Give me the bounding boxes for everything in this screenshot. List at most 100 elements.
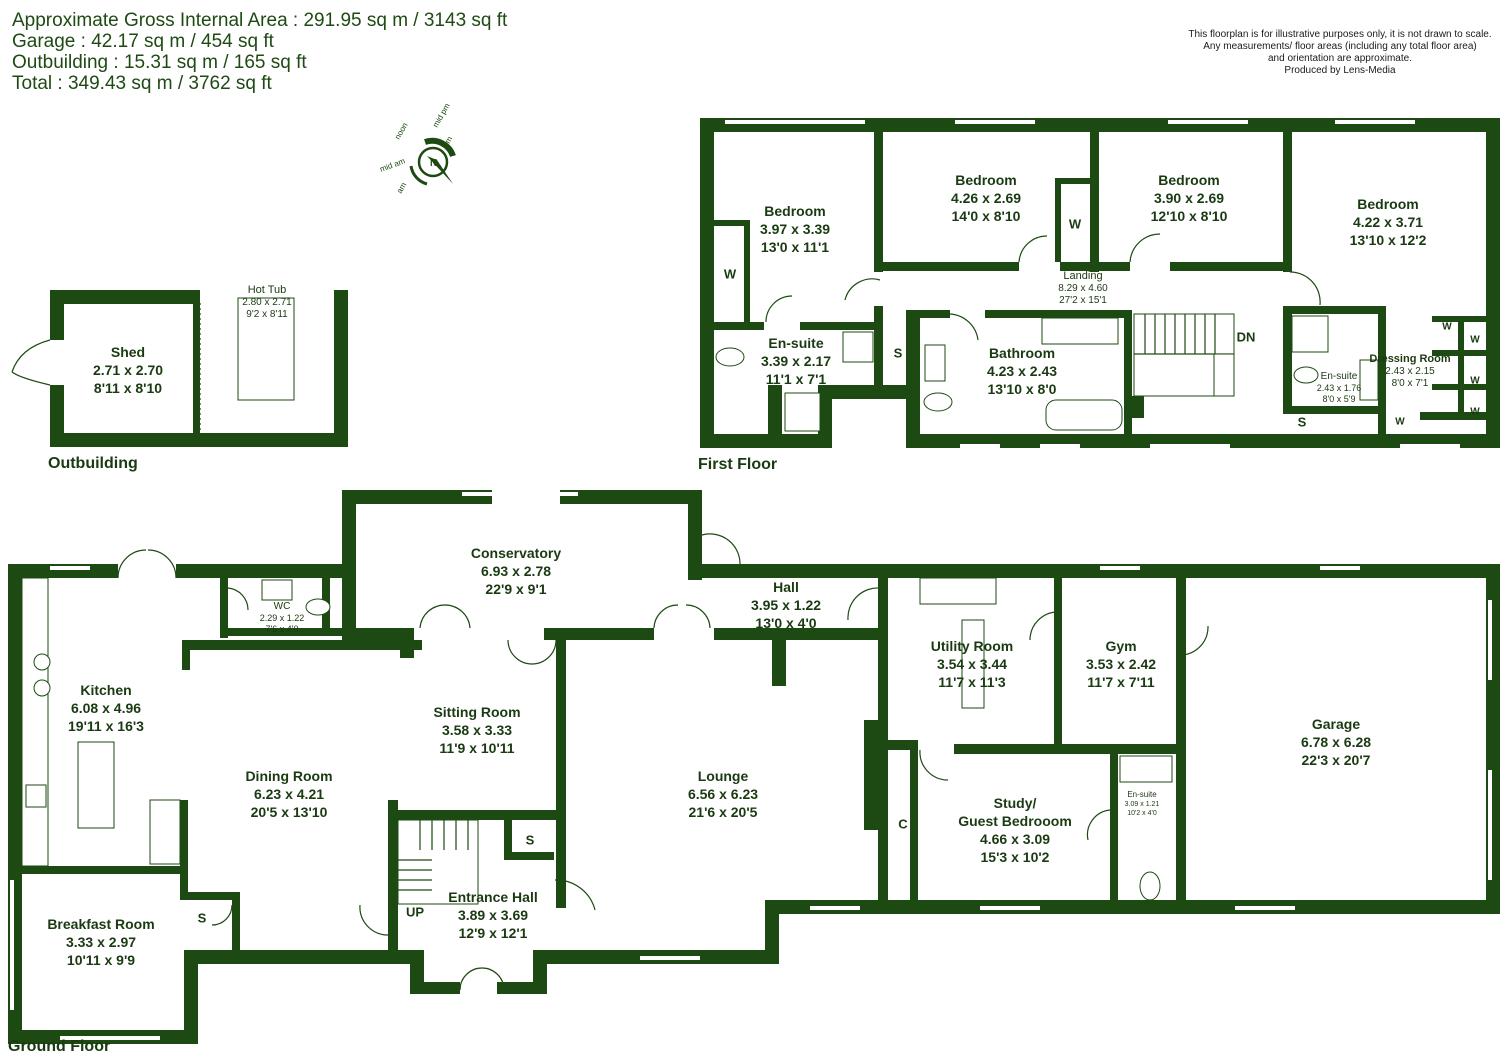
room-kitchen: Kitchen 6.08 x 4.96 19'11 x 16'3 <box>68 681 144 735</box>
room-metric: 6.56 x 6.23 <box>687 786 759 802</box>
room-metric: 3.58 x 3.33 <box>441 722 513 738</box>
room-metric: 3.39 x 2.17 <box>760 353 832 369</box>
label-storage: S <box>893 345 903 361</box>
room-en-suite-1: En-suite 3.39 x 2.17 11'1 x 7'1 <box>761 334 831 388</box>
room-imperial: 8'0 x 7'1 <box>1391 378 1429 389</box>
label-wardrobe: W <box>1470 334 1480 346</box>
room-metric: 2.80 x 2.71 <box>242 297 292 308</box>
room-name: Study/ <box>993 795 1037 811</box>
room-imperial: 12'9 x 12'1 <box>458 925 528 941</box>
room-imperial: 21'6 x 20'5 <box>688 804 758 820</box>
room-name: Bedroom <box>1158 172 1220 188</box>
room-imperial: 13'10 x 8'0 <box>987 381 1057 397</box>
compass-label: mid am <box>379 156 407 174</box>
label-ground-floor: Ground Floor <box>8 1038 111 1055</box>
ground-floor-walls <box>8 490 1500 1044</box>
disclaimer: This floorplan is for illustrative purpo… <box>1180 29 1500 77</box>
room-metric: 3.90 x 2.69 <box>1153 190 1225 206</box>
label-wardrobe: W <box>1470 406 1480 418</box>
room-metric: 6.23 x 4.21 <box>253 786 325 802</box>
room-imperial: 12'10 x 8'10 <box>1150 208 1228 224</box>
room-imperial: 10'2 x 4'0 <box>1127 810 1157 817</box>
room-name: Gym <box>1105 638 1137 654</box>
room-landing: Landing 8.29 x 4.60 27'2 x 15'1 <box>1058 270 1107 307</box>
room-metric: 3.95 x 1.22 <box>750 597 822 613</box>
room-garage: Garage 6.78 x 6.28 22'3 x 20'7 <box>1301 715 1371 769</box>
room-name: Bedroom <box>764 203 826 219</box>
room-metric: 3.89 x 3.69 <box>457 907 529 923</box>
area-summary: Approximate Gross Internal Area : 291.95… <box>12 10 507 94</box>
room-metric: 3.09 x 1.21 <box>1124 801 1160 808</box>
label-first-floor: First Floor <box>698 456 778 473</box>
room-metric: 2.43 x 1.76 <box>1316 383 1362 393</box>
room-name: Conservatory <box>470 545 562 561</box>
room-hot-tub: Hot Tub 2.80 x 2.71 9'2 x 8'11 <box>242 284 291 321</box>
label-outbuilding: Outbuilding <box>48 455 138 472</box>
room-name: Landing <box>1063 270 1103 282</box>
compass-label: mid pm <box>431 101 452 129</box>
room-metric: 3.54 x 3.44 <box>936 656 1008 672</box>
label-wardrobe: W <box>1442 321 1452 333</box>
room-imperial: 15'3 x 10'2 <box>980 849 1050 865</box>
room-metric: 6.78 x 6.28 <box>1300 734 1372 750</box>
area-outbuilding: Outbuilding : 15.31 sq m / 165 sq ft <box>12 52 307 73</box>
label-storage: S <box>197 910 207 926</box>
label-down: DN <box>1236 329 1256 345</box>
room-metric: 4.22 x 3.71 <box>1352 214 1424 230</box>
room-imperial: 19'11 x 16'3 <box>68 718 144 734</box>
room-name: En-suite <box>1320 371 1358 382</box>
room-conservatory: Conservatory 6.93 x 2.78 22'9 x 9'1 <box>471 544 561 598</box>
room-imperial: 22'9 x 9'1 <box>485 581 547 597</box>
room-metric: 4.23 x 2.43 <box>986 363 1058 379</box>
room-name: Bathroom <box>988 345 1056 361</box>
room-bedroom-1: Bedroom 3.97 x 3.39 13'0 x 11'1 <box>760 202 830 256</box>
disclaimer-line: Produced by Lens-Media <box>1284 65 1396 76</box>
room-study: Study/ Guest Bedrooom 4.66 x 3.09 15'3 x… <box>958 794 1072 866</box>
room-imperial: 13'10 x 12'2 <box>1349 232 1427 248</box>
disclaimer-line: This floorplan is for illustrative purpo… <box>1188 29 1492 40</box>
room-name: Kitchen <box>80 682 132 698</box>
room-metric: 4.26 x 2.69 <box>950 190 1022 206</box>
room-metric: 2.29 x 1.22 <box>259 613 305 623</box>
room-imperial: 11'9 x 10'11 <box>439 740 515 756</box>
room-bedroom-3: Bedroom 3.90 x 2.69 12'10 x 8'10 <box>1151 171 1228 225</box>
room-name: Lounge <box>697 768 749 784</box>
label-wardrobe: W <box>723 266 737 282</box>
room-shed: Shed 2.71 x 2.70 8'11 x 8'10 <box>93 343 163 397</box>
room-name: Dressing Room <box>1369 353 1451 365</box>
first-floor-walls <box>700 118 1500 448</box>
compass-icon: N noon mid pm mid am am pm <box>379 101 456 195</box>
room-name: Bedroom <box>955 172 1017 188</box>
room-imperial: 27'2 x 15'1 <box>1059 295 1107 306</box>
room-name: Sitting Room <box>433 704 521 720</box>
room-entrance-hall: Entrance Hall 3.89 x 3.69 12'9 x 12'1 <box>448 888 537 942</box>
room-name: En-suite <box>768 335 824 351</box>
room-imperial: 7'6 x 4'0 <box>265 624 299 634</box>
room-metric: 6.93 x 2.78 <box>480 563 552 579</box>
room-metric: 6.08 x 4.96 <box>70 700 142 716</box>
room-metric: 2.71 x 2.70 <box>92 362 164 378</box>
compass-label: am <box>395 181 409 195</box>
label-storage: S <box>525 832 535 848</box>
room-bedroom-4: Bedroom 4.22 x 3.71 13'10 x 12'2 <box>1350 195 1427 249</box>
room-metric: 3.53 x 2.42 <box>1085 656 1157 672</box>
room-sitting: Sitting Room 3.58 x 3.33 11'9 x 10'11 <box>433 703 520 757</box>
room-imperial: 11'7 x 7'11 <box>1087 674 1155 690</box>
label-storage: S <box>1297 414 1307 430</box>
room-imperial: 20'5 x 13'10 <box>250 804 328 820</box>
room-name: Bedroom <box>1357 196 1419 212</box>
room-bedroom-2: Bedroom 4.26 x 2.69 14'0 x 8'10 <box>951 171 1021 225</box>
room-imperial: 8'11 x 8'10 <box>93 380 163 396</box>
room-name: En-suite <box>1127 790 1157 799</box>
room-name: Utility Room <box>930 638 1014 654</box>
label-wardrobe: W <box>1395 416 1405 428</box>
label-up: UP <box>405 904 425 920</box>
compass-label: noon <box>393 121 410 141</box>
room-imperial: 11'1 x 7'1 <box>765 371 827 387</box>
room-metric: 3.97 x 3.39 <box>759 221 831 237</box>
label-cupboard: C <box>898 816 908 832</box>
room-name: Hot Tub <box>247 284 287 296</box>
room-dressing: Dressing Room 2.43 x 2.15 8'0 x 7'1 <box>1369 353 1450 390</box>
room-name: WC <box>273 601 291 612</box>
